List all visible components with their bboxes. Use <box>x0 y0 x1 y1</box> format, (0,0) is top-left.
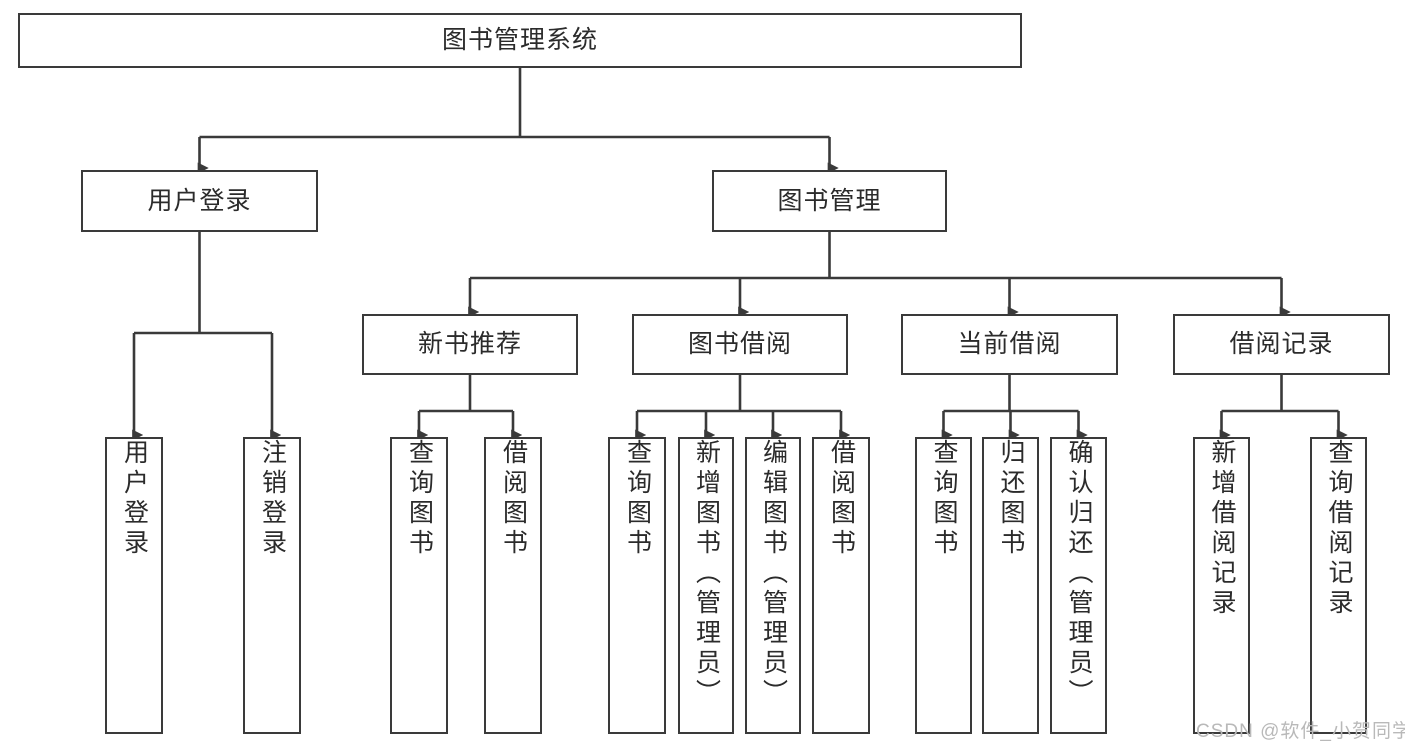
node-leaf-add-borrow-record[interactable]: 新增借阅记录 <box>1193 437 1250 734</box>
node-leaf-edit-book-admin-label: 编辑图书（管理员） <box>759 439 788 709</box>
node-leaf-query-borrow-record[interactable]: 查询借阅记录 <box>1310 437 1367 734</box>
node-leaf-return-book[interactable]: 归还图书 <box>982 437 1039 734</box>
node-leaf-user-login-label: 用户登录 <box>120 439 149 559</box>
node-leaf-add-book-admin-label: 新增图书（管理员） <box>692 439 721 709</box>
node-leaf-borrow-book-2[interactable]: 借阅图书 <box>812 437 870 734</box>
node-borrow-record[interactable]: 借阅记录 <box>1173 314 1390 375</box>
node-book-borrow-label: 图书借阅 <box>687 330 792 359</box>
node-current-borrow-label: 当前借阅 <box>957 330 1062 359</box>
node-book-management[interactable]: 图书管理 <box>712 170 947 232</box>
node-leaf-borrow-book-2-label: 借阅图书 <box>827 439 856 559</box>
node-leaf-add-borrow-record-label: 新增借阅记录 <box>1208 439 1236 619</box>
node-leaf-edit-book-admin[interactable]: 编辑图书（管理员） <box>745 437 801 734</box>
node-leaf-query-book-2[interactable]: 查询图书 <box>608 437 666 734</box>
node-book-borrow[interactable]: 图书借阅 <box>632 314 848 375</box>
node-leaf-query-book-1[interactable]: 查询图书 <box>390 437 448 734</box>
node-leaf-logout-login[interactable]: 注销登录 <box>243 437 301 734</box>
node-leaf-query-borrow-record-label: 查询借阅记录 <box>1325 439 1353 619</box>
node-user-login-label: 用户登录 <box>147 186 252 215</box>
node-root[interactable]: 图书管理系统 <box>18 13 1022 68</box>
node-borrow-record-label: 借阅记录 <box>1229 330 1334 359</box>
node-leaf-user-login[interactable]: 用户登录 <box>105 437 163 734</box>
node-leaf-query-book-2-label: 查询图书 <box>623 439 652 559</box>
node-leaf-logout-login-label: 注销登录 <box>258 439 287 559</box>
node-leaf-confirm-return-admin-label: 确认归还（管理员） <box>1065 439 1093 709</box>
node-book-management-label: 图书管理 <box>777 186 882 215</box>
node-leaf-add-book-admin[interactable]: 新增图书（管理员） <box>678 437 734 734</box>
node-leaf-confirm-return-admin[interactable]: 确认归还（管理员） <box>1050 437 1107 734</box>
node-leaf-query-book-3[interactable]: 查询图书 <box>915 437 972 734</box>
node-current-borrow[interactable]: 当前借阅 <box>901 314 1118 375</box>
node-user-login[interactable]: 用户登录 <box>81 170 318 232</box>
node-new-book-recommend-label: 新书推荐 <box>417 330 522 359</box>
node-leaf-return-book-label: 归还图书 <box>997 439 1025 559</box>
node-leaf-query-book-3-label: 查询图书 <box>930 439 958 559</box>
node-leaf-borrow-book-1[interactable]: 借阅图书 <box>484 437 542 734</box>
csdn-watermark: CSDN @软件_小贺同学 <box>1196 721 1405 742</box>
node-new-book-recommend[interactable]: 新书推荐 <box>362 314 578 375</box>
node-leaf-borrow-book-1-label: 借阅图书 <box>499 439 528 559</box>
node-root-label: 图书管理系统 <box>441 26 598 55</box>
node-leaf-query-book-1-label: 查询图书 <box>405 439 434 559</box>
